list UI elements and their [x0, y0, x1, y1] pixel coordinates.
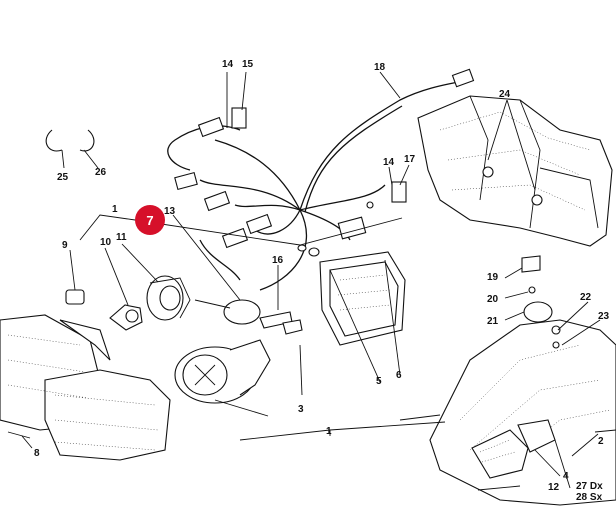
screw-2 [594, 429, 616, 433]
headlight-frame [297, 244, 406, 346]
callout-labels: 14 15 18 24 14 17 25 26 1 13 9 10 11 16 … [34, 59, 610, 503]
callout-22: 22 [580, 292, 592, 303]
callout-1b: 1 [326, 426, 332, 437]
screw-12 [477, 485, 521, 491]
callout-5: 5 [376, 376, 382, 387]
projector-unit [174, 299, 303, 404]
clip-25 [45, 129, 63, 152]
wiring-harness [167, 68, 475, 291]
highlight-label[interactable]: 7 [146, 213, 153, 228]
headlight-lenses [0, 314, 171, 461]
callout-26: 26 [95, 167, 107, 178]
callout-9: 9 [62, 240, 68, 251]
callout-17: 17 [404, 154, 416, 165]
callout-11: 11 [116, 232, 127, 243]
callout-23: 23 [598, 311, 610, 322]
callout-13: 13 [164, 206, 176, 217]
callout-28: 28 Sx [576, 492, 603, 503]
callout-14b: 14 [383, 157, 395, 168]
callout-4: 4 [563, 471, 569, 482]
callout-16: 16 [272, 255, 284, 266]
callout-15: 15 [242, 59, 254, 70]
callout-10: 10 [100, 237, 112, 248]
fairing-subframe [417, 95, 613, 247]
callout-25: 25 [57, 172, 69, 183]
callout-8: 8 [34, 448, 40, 459]
side-fairing [429, 319, 616, 506]
callout-24: 24 [499, 89, 511, 100]
callout-3: 3 [298, 404, 304, 415]
callout-2: 2 [598, 436, 604, 447]
clip-26 [79, 129, 95, 152]
screw-14 [366, 201, 374, 209]
highlight-marker[interactable]: 7 [135, 205, 165, 235]
screw-8 [7, 431, 31, 439]
leader-lines [21, 71, 601, 489]
callout-20: 20 [487, 294, 499, 305]
callout-21: 21 [487, 316, 499, 327]
grommet [65, 289, 85, 305]
bracket-14-15 [231, 107, 247, 129]
callout-18: 18 [374, 62, 386, 73]
bulb-assembly [109, 275, 191, 331]
callout-14a: 14 [222, 59, 234, 70]
callout-12: 12 [548, 482, 560, 493]
bracket-17 [391, 181, 407, 203]
highlight-circle[interactable] [135, 205, 165, 235]
callout-1: 1 [112, 204, 118, 215]
horn [521, 255, 561, 349]
callout-6: 6 [396, 370, 402, 381]
callout-27: 27 Dx [576, 481, 603, 492]
turn-indicator [399, 414, 556, 479]
callout-19: 19 [487, 272, 499, 283]
